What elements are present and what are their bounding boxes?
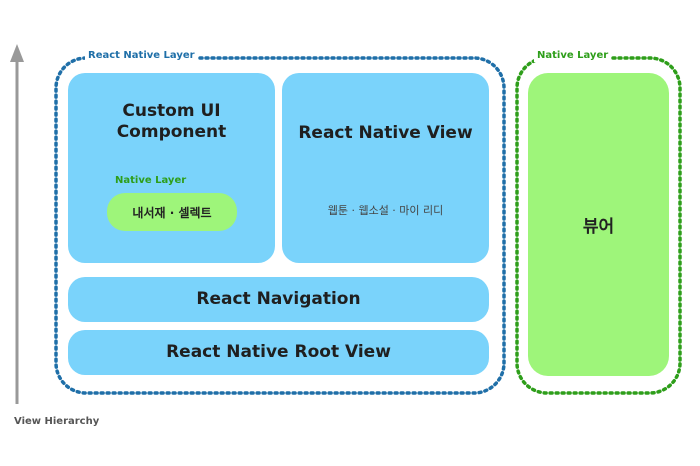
custom-ui-component-box: Custom UI Component [68, 73, 275, 263]
viewer-box: 뷰어 [528, 73, 669, 376]
native-layer-label: Native Layer [534, 50, 612, 62]
custom-ui-title-line1: Custom UI [122, 101, 221, 121]
react-navigation-title: React Navigation [196, 289, 361, 309]
react-navigation-box: React Navigation [68, 277, 489, 322]
inner-native-layer-label: Native Layer [112, 175, 190, 187]
root-view-title: React Native Root View [166, 342, 391, 362]
native-library-select-box: 내서재 · 셀렉트 [107, 193, 237, 231]
react-native-layer-label: React Native Layer [85, 50, 198, 62]
rn-view-subtitle: 웹툰 · 웹소설 · 마이 리디 [327, 204, 444, 217]
react-native-layer-border [54, 56, 506, 395]
custom-ui-title-line2: Component [116, 122, 227, 142]
hierarchy-arrow-head [10, 44, 24, 62]
react-native-view-box: React Native View 웹툰 · 웹소설 · 마이 리디 [282, 73, 489, 263]
react-native-root-view-box: React Native Root View [68, 330, 489, 375]
view-hierarchy-label: View Hierarchy [14, 416, 100, 427]
rn-view-title: React Native View [298, 123, 473, 143]
